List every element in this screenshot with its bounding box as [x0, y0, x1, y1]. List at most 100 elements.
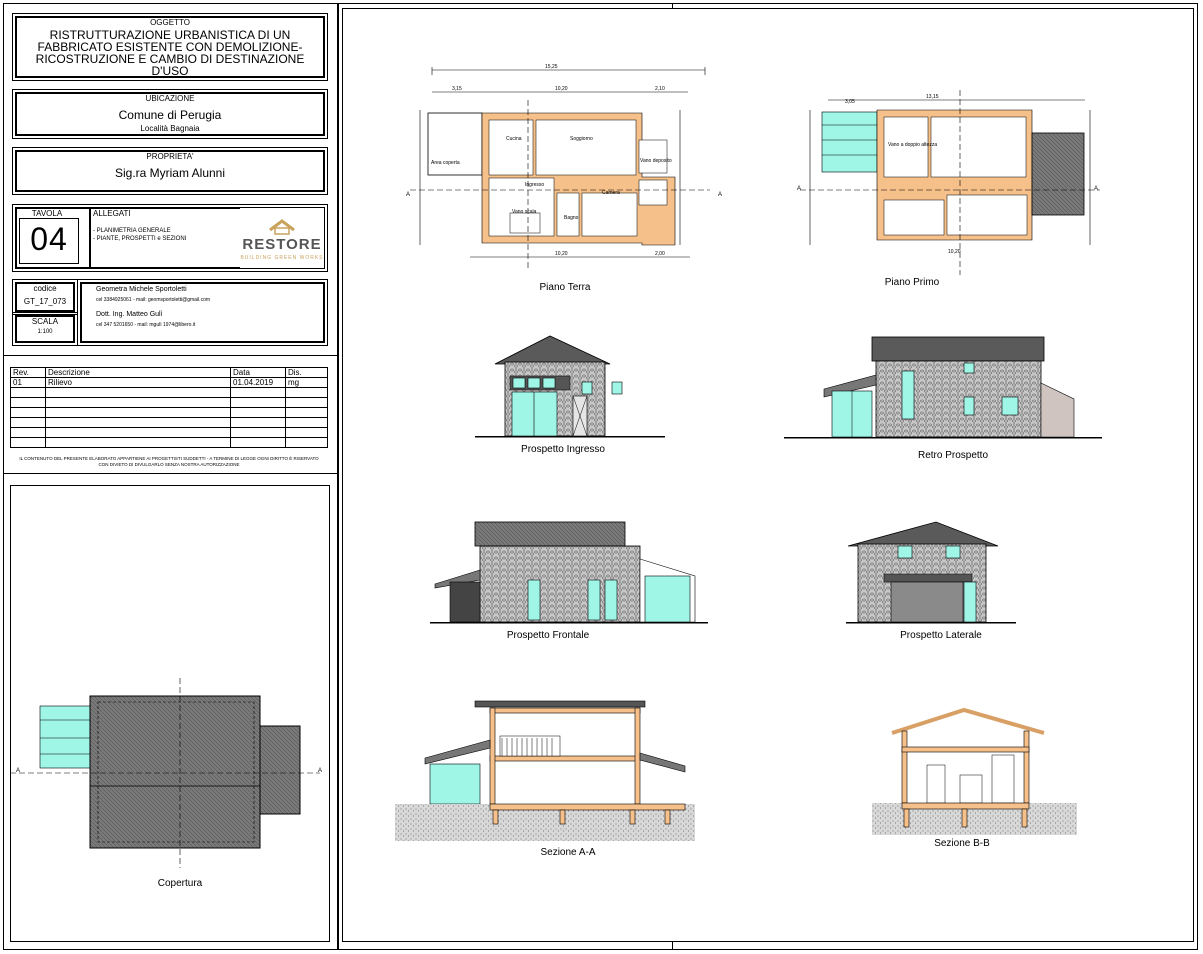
- rev-col: Rev.: [10, 367, 46, 378]
- pt-marker-a-left: A: [406, 192, 411, 198]
- pp-marker-a-right: A: [1094, 186, 1099, 192]
- tecnico2-name: Dott. Ing. Matteo Gulì: [96, 311, 163, 318]
- revision-table: Rev. Descrizione Data Dis. 01 Rilievo 01…: [10, 367, 328, 448]
- copertura-frame: [10, 485, 330, 942]
- prospetto-laterale-caption: Prospetto Laterale: [900, 630, 982, 641]
- table-row: [10, 387, 328, 398]
- main-sheet-frame: [338, 3, 1198, 950]
- pp-dim-bottom: 10,20: [948, 249, 961, 255]
- pt-room-bagno: Bagno: [564, 215, 579, 221]
- pt-dim-bottom-mid: 10,20: [555, 251, 568, 257]
- ubicazione-box: [12, 89, 328, 139]
- dis-col: Dis.: [285, 367, 328, 378]
- codice-label: codice: [33, 284, 57, 293]
- oggetto-line-1: RISTRUTTURAZIONE URBANISTICA DI UN: [49, 28, 291, 42]
- piano-terra-drawing: [410, 67, 710, 270]
- table-row: [10, 407, 328, 418]
- tavola-number-box: [19, 218, 79, 264]
- oggetto-line-2: FABBRICATO ESISTENTE CON DEMOLIZIONE-: [37, 40, 303, 54]
- sezione-aa-caption: Sezione A-A: [540, 847, 596, 858]
- pp-dim-total: 13,15: [926, 94, 939, 100]
- prospetto-frontale-caption: Prospetto Frontale: [506, 630, 590, 641]
- piano-terra-caption: Piano Terra: [539, 282, 591, 293]
- codice-box: [12, 279, 78, 315]
- oggetto-line-3: RICOSTRUZIONE E CAMBIO DI DESTINAZIONE: [35, 52, 305, 66]
- scala-box: [12, 312, 78, 346]
- table-row: [10, 397, 328, 408]
- top-tick: [672, 3, 673, 8]
- pt-room-vano-deposito: Vano deposito: [640, 158, 672, 164]
- table-row: [10, 437, 328, 448]
- copertura-caption: Copertura: [157, 878, 203, 889]
- pt-dim-mid: 10,20: [555, 86, 568, 92]
- logo-text: RESTORE: [242, 236, 322, 253]
- piano-primo-caption: Piano Primo: [884, 277, 940, 288]
- proprieta-label: PROPRIETA': [146, 152, 194, 161]
- dis-cell: mg: [285, 377, 328, 388]
- table-row: 01 Rilievo 01.04.2019 mg: [10, 377, 328, 388]
- table-row: [10, 417, 328, 428]
- restore-logo: RESTORE BUILDING GREEN WORKS: [240, 208, 324, 268]
- titleblock-frame: [3, 3, 338, 950]
- pt-room-area-coperta: Area coperta: [431, 160, 460, 166]
- pt-room-cucina: Cucina: [506, 136, 522, 142]
- inner-drawing-frame: [342, 8, 1194, 942]
- house-icon: [269, 219, 295, 235]
- tecnico1-name: Geometra Michele Sportoletti: [96, 286, 187, 293]
- allegati-item-1: - PLANIMETRIA GENERALE: [93, 228, 171, 234]
- disclaimer-line-1: IL CONTENUTO DEL PRESENTE ELABORATO APPA…: [19, 456, 319, 461]
- scala-label: SCALA: [31, 317, 59, 326]
- pt-room-camera: Camera: [602, 190, 620, 196]
- logo-subtext: BUILDING GREEN WORKS: [240, 255, 324, 261]
- skylight: [39, 705, 93, 769]
- sezione-bb-caption: Sezione B-B: [934, 838, 990, 849]
- descrizione-cell: Rilievo: [45, 377, 231, 388]
- pt-dim-bottom-right: 2,00: [655, 251, 665, 257]
- pt-room-ingresso: Ingresso: [525, 182, 545, 188]
- pp-room-vano-doppio: Vano a doppio altezza: [888, 142, 938, 148]
- divider-mid: [3, 473, 338, 474]
- sezione-aa-drawing: [395, 700, 695, 841]
- proprieta-box: [12, 147, 328, 195]
- copertura-marker-a-left: A: [16, 768, 21, 774]
- tecnico2-contact: cel 347 5201650 - mail: mgulì 1974@liber…: [96, 322, 196, 328]
- retro-prospetto-caption: Retro Prospetto: [917, 450, 989, 461]
- side-roof: [259, 725, 301, 815]
- codice-value: GT_17_073: [23, 297, 67, 306]
- revision-header: Rev. Descrizione Data Dis.: [10, 367, 328, 378]
- main-roof: [89, 695, 261, 849]
- data-col: Data: [230, 367, 286, 378]
- tavola-divider: [89, 207, 91, 269]
- pp-marker-a-left: A: [797, 186, 802, 192]
- tavola-label: TAVOLA: [31, 209, 63, 218]
- rev-cell: 01: [10, 377, 46, 388]
- pt-dim-left: 3,15: [452, 86, 462, 92]
- tecnici-box: [77, 279, 328, 346]
- disclaimer-line-2: CON DIVIETO DI DIVULGARLO SENZA NOSTRA A…: [98, 462, 240, 467]
- oggetto-line-4: D'USO: [151, 64, 189, 78]
- pp-side-roof: [1031, 132, 1085, 216]
- pt-marker-a-right: A: [718, 192, 723, 198]
- data-cell: 01.04.2019: [230, 377, 286, 388]
- prospetto-laterale-drawing: [846, 521, 1016, 624]
- pp-dim-left: 3,05: [845, 99, 855, 105]
- bottom-tick: [672, 942, 673, 950]
- allegati-item-2: - PIANTE, PROSPETTI e SEZIONI: [93, 236, 187, 242]
- pt-dim-right: 2,10: [655, 86, 665, 92]
- descrizione-col: Descrizione: [45, 367, 231, 378]
- allegati-label: ALLEGATI: [93, 209, 131, 218]
- pt-room-soggiorno: Soggiorno: [570, 136, 593, 142]
- tavola-number: 04: [30, 221, 68, 257]
- oggetto-label: OGGETTO: [150, 18, 190, 27]
- ubicazione-label: UBICAZIONE: [145, 94, 195, 103]
- pt-room-vano-scala: Vano scala: [512, 209, 537, 215]
- oggetto-box: [12, 13, 328, 81]
- tavola-box: [12, 204, 328, 272]
- prospetto-ingresso-caption: Prospetto Ingresso: [521, 444, 605, 455]
- prospetto-ingresso-drawing: [475, 335, 665, 438]
- piano-primo-drawing: [800, 90, 1100, 275]
- retro-prospetto-drawing: [784, 336, 1102, 439]
- pt-dim-total: 15,25: [545, 64, 558, 70]
- scala-value: 1:100: [37, 329, 53, 335]
- proprietario-text: Sig.ra Myriam Alunni: [114, 166, 226, 180]
